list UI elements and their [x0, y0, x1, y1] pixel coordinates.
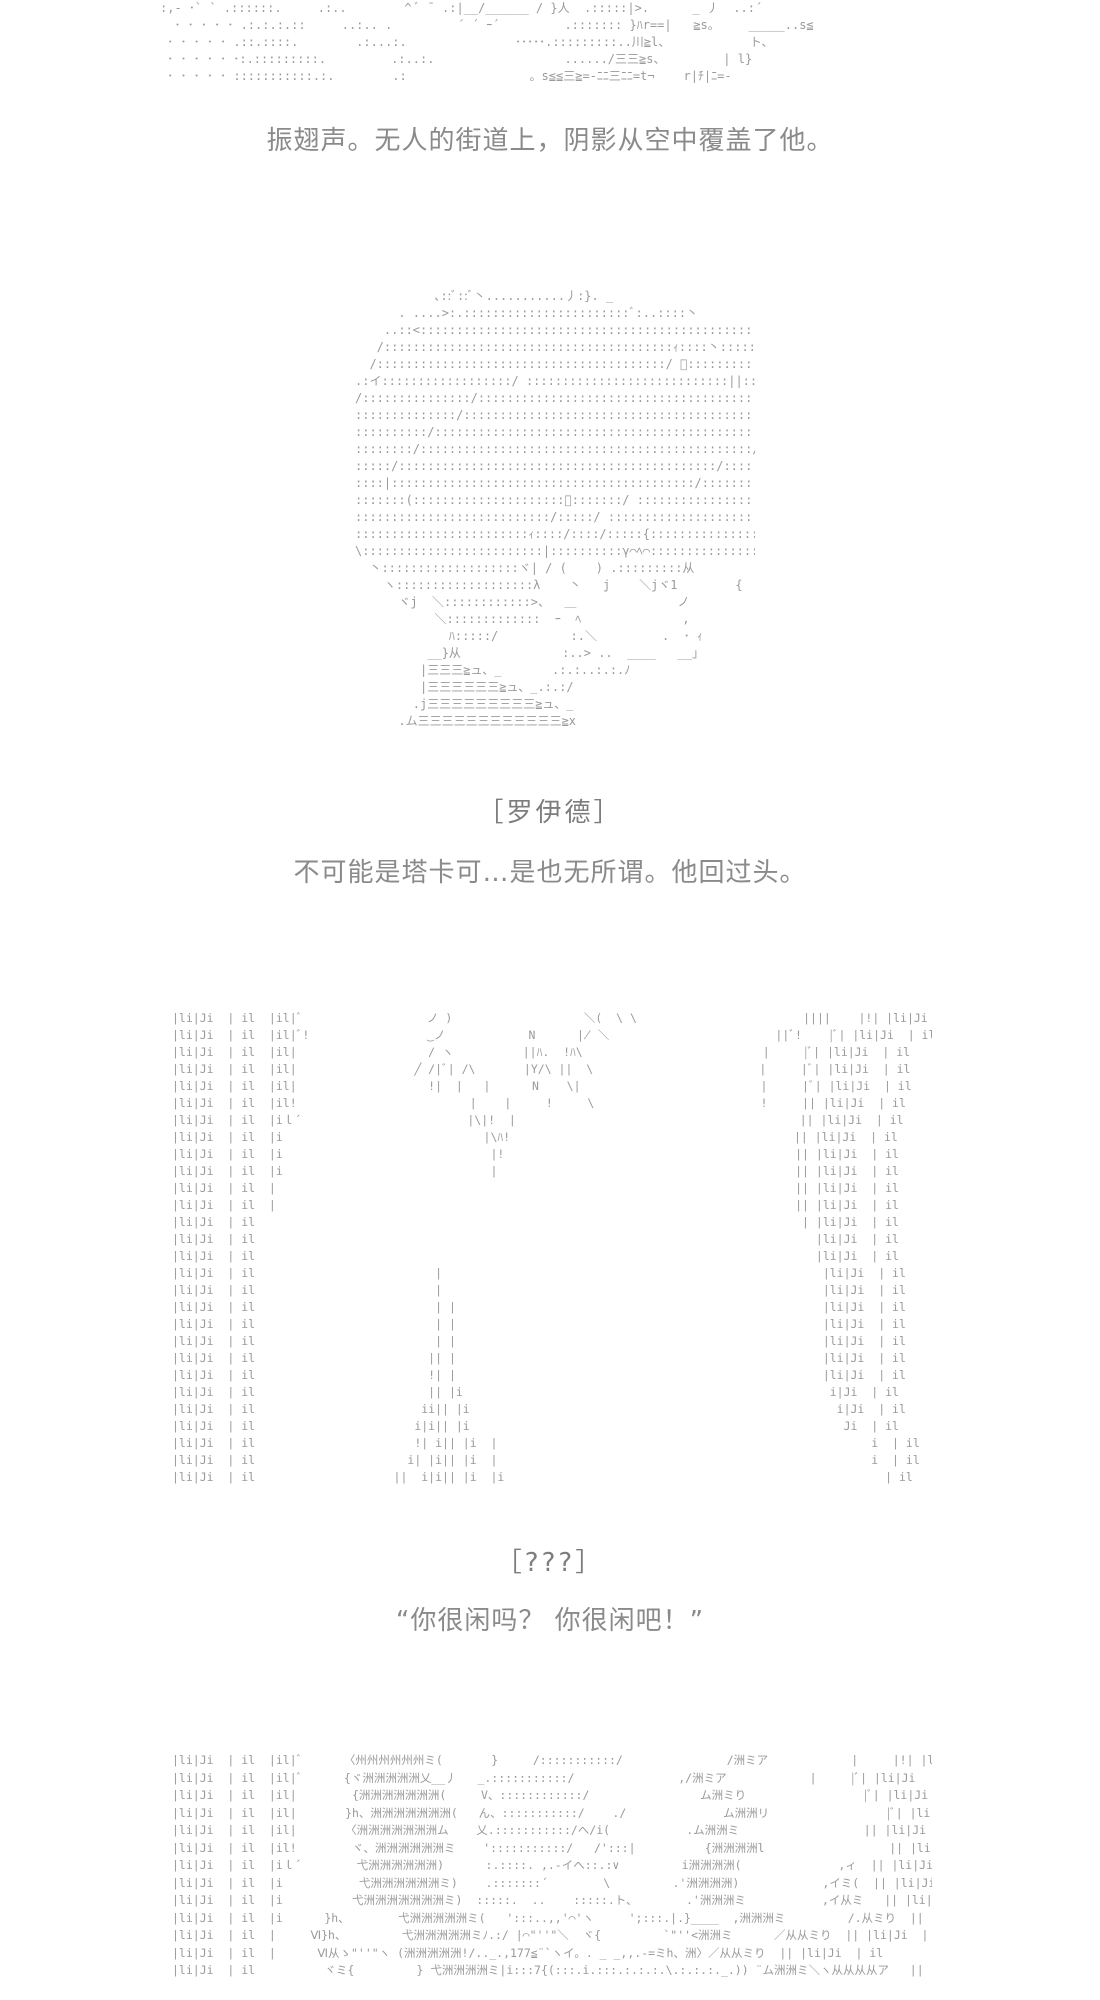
ascii-art-pillar-scene: |li|Ji | il |il|ﾞ ノ ) ＼( \ \ |||| |!| |l…: [172, 1011, 932, 1484]
narration-line: 振翅声。无人的街道上，阴影从空中覆盖了他。: [266, 126, 834, 156]
speaker-label: ［???］: [495, 1548, 605, 1578]
ascii-art-lloyd-portrait: ､::ﾞ::ﾞ丶...........丿:}. _ . ....>:.:::::…: [355, 289, 755, 728]
ascii-art-street-scene: :,- ･` ` .::::::. .:.. ^ ﾞ ˉ .:|__/_____…: [160, 1, 814, 83]
dialogue-line: “你很闲吗？ 你很闲吧！”: [395, 1606, 705, 1636]
narration-line: 不可能是塔卡可…是也无所谓。他回过头。: [293, 858, 807, 888]
speaker-label: ［罗伊德］: [477, 798, 623, 828]
ascii-art-shadow-figure: |li|Ji | il |il|ﾞ 〈州州州州州州ミ( } /:::::::::…: [172, 1753, 932, 1977]
